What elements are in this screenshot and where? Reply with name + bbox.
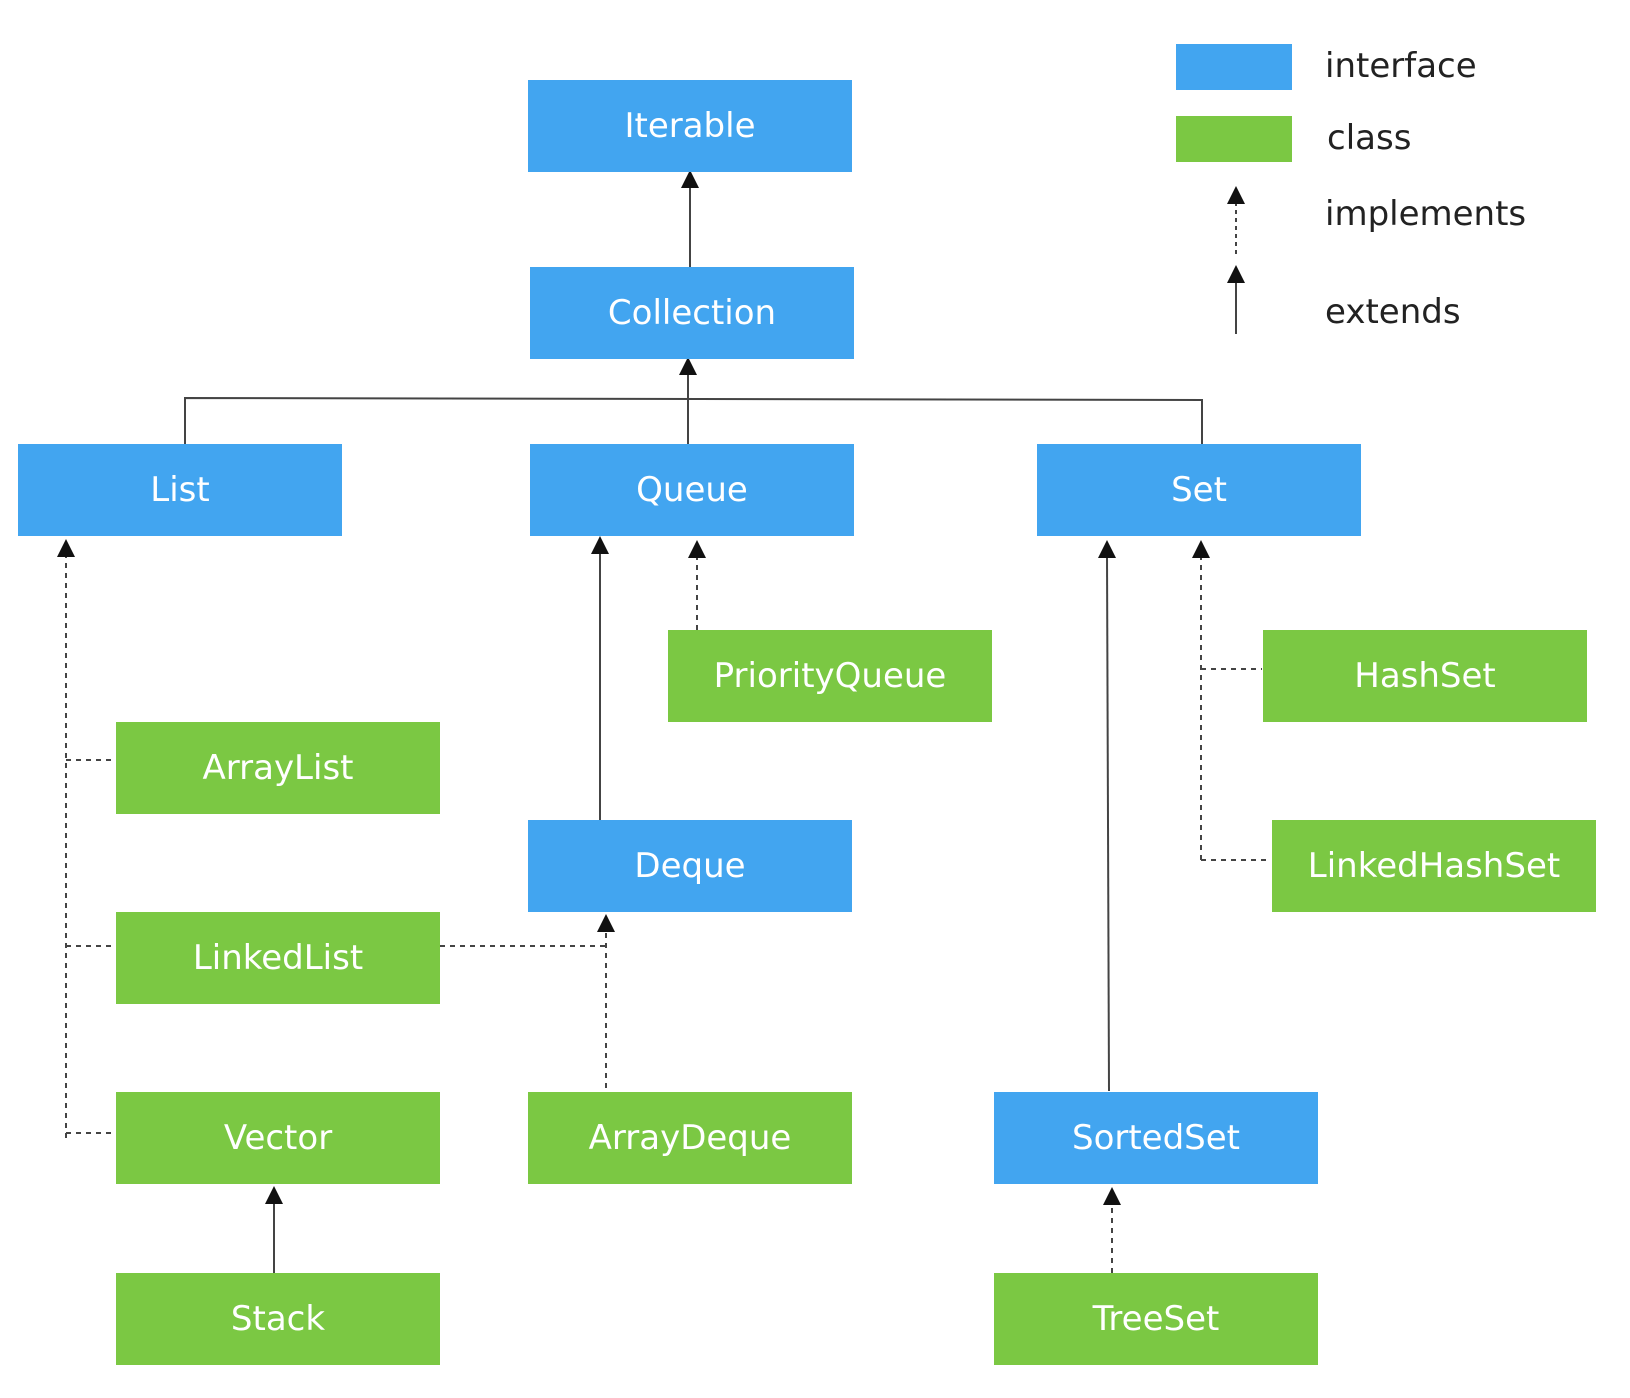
legend-extends-label: extends bbox=[1325, 292, 1461, 332]
node-queue: Queue bbox=[530, 444, 854, 536]
legend-interface-swatch bbox=[1176, 44, 1292, 90]
node-iterable: Iterable bbox=[528, 80, 852, 172]
node-vector: Vector bbox=[116, 1092, 440, 1184]
node-deque: Deque bbox=[528, 820, 852, 912]
node-arraylist: ArrayList bbox=[116, 722, 440, 814]
node-set: Set bbox=[1037, 444, 1361, 536]
legend-implements-label: implements bbox=[1325, 194, 1527, 234]
node-sortedset: SortedSet bbox=[994, 1092, 1318, 1184]
node-linkedlist: LinkedList bbox=[116, 912, 440, 1004]
legend-class-swatch bbox=[1176, 116, 1292, 162]
edge-sortedset-extends-set bbox=[1106, 555, 1110, 1092]
node-stack: Stack bbox=[116, 1273, 440, 1365]
legend-class-label: class bbox=[1327, 118, 1412, 158]
node-linkedhashset: LinkedHashSet bbox=[1272, 820, 1596, 912]
node-collection: Collection bbox=[530, 267, 854, 359]
edge-subinterfaces-extends-collection bbox=[184, 396, 1203, 445]
legend-interface-label: interface bbox=[1325, 46, 1477, 86]
node-hashset: HashSet bbox=[1263, 630, 1587, 722]
node-arraydeque: ArrayDeque bbox=[528, 1092, 852, 1184]
node-treeset: TreeSet bbox=[994, 1273, 1318, 1365]
node-priorityqueue: PriorityQueue bbox=[668, 630, 992, 722]
node-list: List bbox=[18, 444, 342, 536]
